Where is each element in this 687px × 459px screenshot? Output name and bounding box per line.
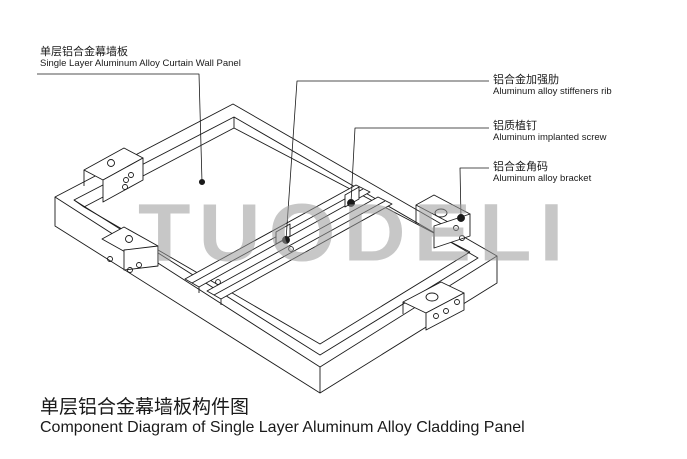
label-stiffener: 铝合金加强肋 Aluminum alloy stiffeners rib (493, 73, 612, 97)
leader-screw (350, 127, 489, 204)
label-screw-zh: 铝质植钉 (493, 119, 537, 132)
leader-bracket (459, 167, 489, 219)
label-screw: 铝质植钉 Aluminum implanted screw (493, 119, 607, 143)
caption: 单层铝合金幕墙板构件图 Component Diagram of Single … (40, 396, 525, 437)
stiffener-ribs (184, 184, 393, 305)
leader-panel (37, 73, 203, 183)
label-bracket-zh: 铝合金角码 (493, 160, 548, 173)
label-stiffener-zh: 铝合金加强肋 (493, 73, 559, 86)
caption-en: Component Diagram of Single Layer Alumin… (40, 419, 525, 436)
bracket-bottom-right (402, 281, 465, 331)
label-screw-en: Aluminum implanted screw (493, 132, 607, 143)
bracket-right (415, 194, 471, 249)
label-panel-zh: 单层铝合金幕墙板 (40, 45, 128, 58)
leader-stiffener (285, 80, 489, 241)
label-panel-en: Single Layer Aluminum Alloy Curtain Wall… (40, 58, 241, 69)
label-panel: 单层铝合金幕墙板 Single Layer Aluminum Alloy Cur… (40, 45, 241, 69)
label-bracket-en: Aluminum alloy bracket (493, 173, 592, 184)
bracket-top-left (83, 147, 144, 203)
label-stiffener-en: Aluminum alloy stiffeners rib (493, 86, 612, 97)
leader-lines (37, 73, 489, 241)
bracket-left (101, 226, 159, 273)
caption-zh: 单层铝合金幕墙板构件图 (40, 396, 250, 418)
label-bracket: 铝合金角码 Aluminum alloy bracket (493, 160, 591, 184)
